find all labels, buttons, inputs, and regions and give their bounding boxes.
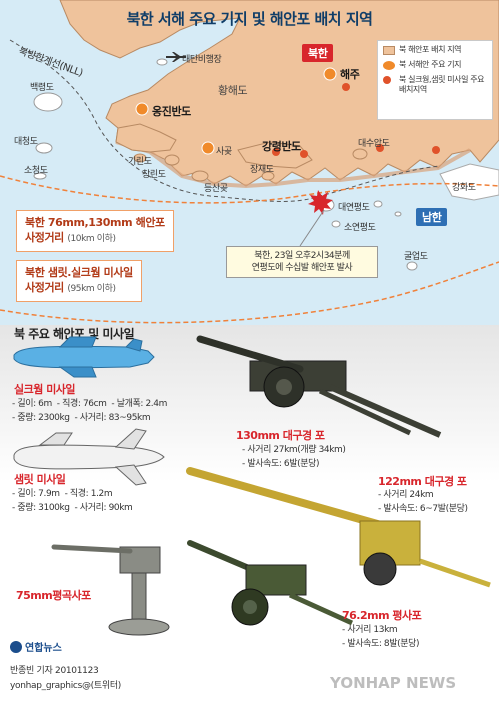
weapons-illustrations [13, 335, 491, 636]
gun-122mm-specs: - 사거리 24km - 발사속도: 6~7발(분당) [378, 490, 468, 514]
label-changrin: 창린도 [142, 170, 166, 180]
base-star-icon [135, 102, 149, 116]
gulup-island [406, 261, 418, 271]
missile-site-dot-icon [342, 83, 350, 91]
watermark: YONHAP NEWS [330, 674, 457, 692]
weapons-panel: 북 주요 해안포 및 미사일 [0, 325, 499, 719]
range-box-coastal-guns: 북한 76mm,130mm 해안포 사정거리 (10km 이하) [16, 210, 174, 252]
missile-site-dot-icon [376, 144, 384, 152]
gun-122mm-name: 122mm 대구경 포 [378, 475, 467, 488]
gun-76mm-specs: - 사거리 13km - 발사속도: 8발(분당) [342, 625, 420, 649]
label-haeju: 해주 [340, 68, 360, 81]
label-gulup: 굴업도 [404, 252, 428, 262]
label-socheong: 소청도 [24, 166, 48, 176]
girin-island [133, 153, 147, 163]
coast-swatch-icon [383, 46, 395, 55]
daecheong-island [35, 142, 53, 154]
gun-130mm-illustration [196, 335, 442, 438]
baengnyeong-island [33, 92, 63, 112]
label-gangryeong: 강령반도 [262, 140, 301, 153]
explosion-icon [308, 190, 333, 215]
small-island-2 [373, 200, 383, 208]
legend-item-base: 북 서해안 주요 기지 [383, 60, 487, 70]
gun-76mm-illustration [187, 540, 354, 626]
note-pointer [299, 209, 325, 247]
gun-130mm-name: 130mm 대구경 포 [236, 429, 325, 442]
airfield-icon [166, 52, 186, 62]
soyeonpyeong-island [331, 220, 341, 228]
base-star-icon [201, 141, 215, 155]
jangjae-island [261, 171, 275, 181]
range-10km-line [0, 175, 499, 204]
samlet-name: 샘릿 미사일 [14, 473, 66, 486]
map-panel: 북한 서해 주요 기지 및 해안포 배치 지역 북방한계선(NLL) 북한 남한… [0, 0, 499, 325]
coast-band [115, 140, 471, 189]
south-korea-label: 남한 [416, 208, 448, 226]
north-korea-label: 북한 [302, 44, 334, 62]
small-island-3 [394, 211, 402, 217]
dot-icon [383, 76, 391, 84]
gun-76mm-name: 76.2mm 평사포 [342, 609, 422, 622]
label-baengnyeong: 백령도 [30, 83, 54, 93]
missile-site-dot-icon [300, 150, 308, 158]
yonhap-logo: 연합뉴스 [10, 639, 62, 654]
missile-site-dot-icon [272, 148, 280, 156]
incident-note: 북한, 23일 오후2시34분께 연평도에 수십발 해안포 발사 [226, 246, 378, 278]
small-island-1 [156, 58, 168, 66]
missile-site-dot-icon [432, 146, 440, 154]
silkworm-specs: - 길이: 6m - 직경: 76cm - 날개폭: 2.4m - 중량: 23… [12, 399, 167, 423]
label-jangjae: 장재도 [250, 165, 274, 175]
socheong-island [33, 172, 47, 180]
daesuap-island [352, 148, 368, 160]
base-star-icon [323, 67, 337, 81]
gun-75mm-illustration [51, 544, 170, 636]
changrin-island [164, 154, 180, 166]
label-gangwha: 강화도 [452, 183, 476, 193]
label-sagot: 사곶 [216, 147, 232, 157]
gun-130mm-specs: - 사거리 27km(개량 34km) - 발사속도: 6발(분당) [242, 445, 346, 469]
map-legend: 북 해안포 배치 지역 북 서해안 주요 기지 북 실크웜,샘릿 미사일 주요 … [377, 40, 493, 120]
ongjin-peninsula [115, 123, 177, 153]
star-icon [383, 61, 395, 70]
silkworm-name: 실크웜 미사일 [14, 383, 76, 396]
gun-122mm-illustration [186, 467, 491, 588]
label-deungsan: 등산곶 [204, 184, 228, 194]
legend-item-coast: 북 해안포 배치 지역 [383, 45, 487, 55]
label-daesuap: 대수압도 [358, 139, 390, 149]
deungsan-island [191, 170, 209, 182]
yonhap-logo-icon [10, 640, 22, 653]
page-title: 북한 서해 주요 기지 및 해안포 배치 지역 [126, 10, 373, 28]
weapons-section-title: 북 주요 해안포 및 미사일 [14, 327, 135, 341]
samlet-missile-illustration [13, 428, 165, 486]
label-taetan: 태탄비행장 [182, 55, 222, 65]
footer-handle: yonhap_graphics@(트위터) [10, 681, 122, 691]
nll-line [9, 39, 441, 202]
silkworm-missile-illustration [13, 336, 155, 378]
label-girin: 기린도 [128, 157, 152, 167]
legend-item-missile: 북 실크웜,샘릿 미사일 주요 배치지역 [383, 75, 487, 95]
gun-75mm-name: 75mm평곡사포 [16, 589, 91, 602]
label-ongjin: 옹진반도 [152, 105, 191, 118]
footer-author: 반종빈 기자 20101123 [10, 666, 99, 676]
label-daecheong: 대청도 [14, 137, 38, 147]
samlet-specs: - 길이: 7.9m - 직경: 1.2m - 중량: 3100kg - 사거리… [12, 489, 133, 513]
label-soyeonpyeong: 소연평도 [344, 223, 376, 233]
label-daeyeonpyeong: 대연평도 [338, 203, 370, 213]
south-korea-land [439, 163, 499, 201]
label-hwanghae: 황해도 [218, 84, 248, 97]
range-box-missiles: 북한 샘릿.실크웜 미사일 사정거리 (95km 이하) [16, 260, 142, 302]
